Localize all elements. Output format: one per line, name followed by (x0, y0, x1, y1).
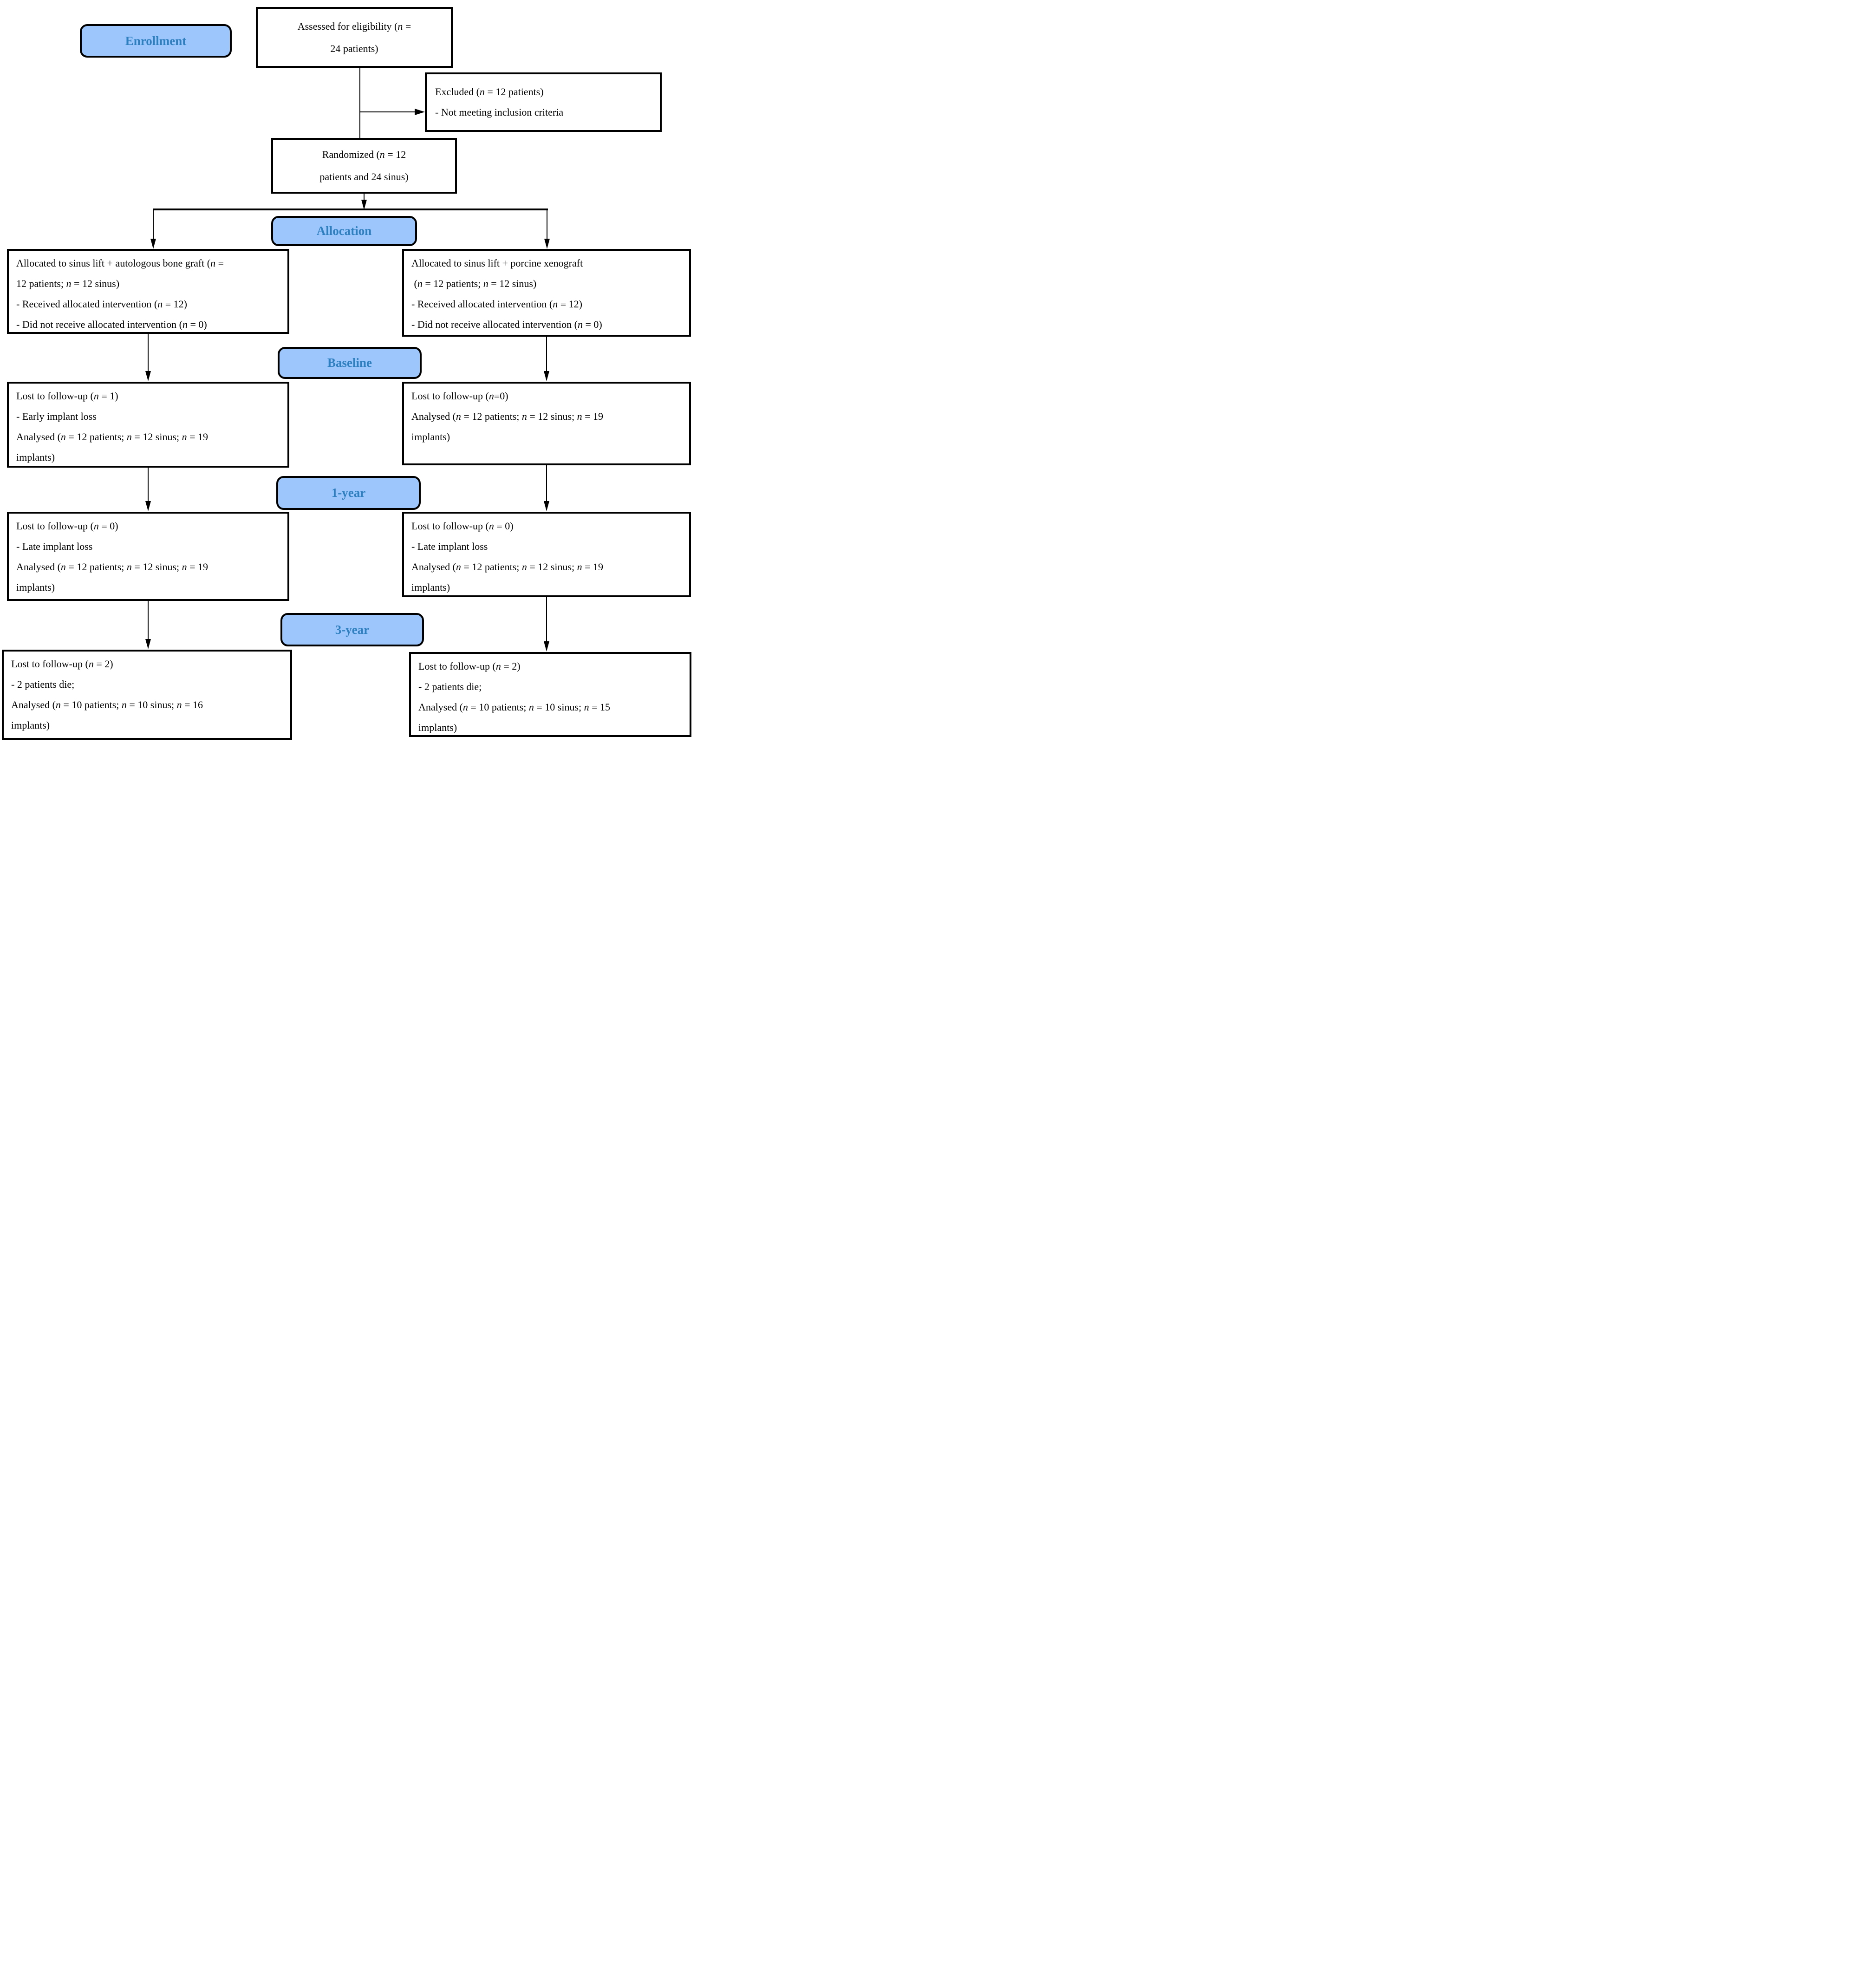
line-baseline-1year-right (546, 465, 547, 502)
text-line: - Early implant loss (16, 411, 97, 422)
split-bar (153, 209, 548, 210)
one-year-right-box: Lost to follow-up (n = 0) - Late implant … (402, 512, 691, 597)
text-line: Analysed (n = 12 patients; n = 12 sinus;… (16, 431, 208, 443)
text-line: implants) (411, 431, 450, 443)
text-line: implants) (411, 581, 450, 593)
allocation-left-autologous-box: Allocated to sinus lift + autologous bon… (7, 249, 289, 334)
line-randomized-to-split (364, 194, 365, 201)
line-1year-3year-left (148, 601, 149, 639)
stage-label-allocation: Allocation (271, 216, 417, 246)
text-line: Lost to follow-up (n = 2) (11, 658, 113, 670)
text-line: Assessed for eligibility (n = (297, 20, 411, 32)
stage-label-3-year: 3-year (280, 613, 424, 646)
text-line: Lost to follow-up (n=0) (411, 390, 508, 402)
text-line: - Late implant loss (411, 541, 488, 552)
text-line: (n = 12 patients; n = 12 sinus) (411, 278, 537, 289)
text-line: - 2 patients die; (418, 681, 482, 692)
arrowhead-baseline-right (544, 371, 549, 381)
text-line: Analysed (n = 12 patients; n = 12 sinus;… (411, 411, 604, 422)
assessed-for-eligibility-box: Assessed for eligibility (n = 24 patients… (256, 7, 453, 68)
text-line: Randomized (n = 12 (322, 149, 406, 160)
stage-label-baseline: Baseline (278, 347, 422, 379)
arrowhead-3year-left (145, 639, 151, 649)
text-line: Analysed (n = 12 patients; n = 12 sinus;… (16, 561, 208, 573)
baseline-left-box: Lost to follow-up (n = 1) - Early implant… (7, 382, 289, 468)
text-line: Excluded (n = 12 patients) (435, 86, 544, 98)
line-baseline-1year-left (148, 468, 149, 502)
text-line: Lost to follow-up (n = 2) (418, 660, 521, 672)
line-split-left (153, 210, 154, 239)
arrowhead-1year-right (544, 501, 549, 511)
arrowhead-baseline-left (145, 371, 151, 381)
baseline-right-box: Lost to follow-up (n=0) Analysed (n = 12 … (402, 382, 691, 465)
consort-flow-diagram: Enrollment Allocation Baseline 1-year 3-… (0, 0, 694, 745)
one-year-left-box: Lost to follow-up (n = 0) - Late implant … (7, 512, 289, 601)
text-line: Allocated to sinus lift + autologous bon… (16, 257, 224, 269)
line-to-excluded (360, 111, 415, 112)
text-line: - Late implant loss (16, 541, 93, 552)
three-year-left-box: Lost to follow-up (n = 2) - 2 patients di… (2, 650, 292, 740)
stage-label-1-year: 1-year (276, 476, 421, 510)
text-line: Allocated to sinus lift + porcine xenogr… (411, 257, 583, 269)
excluded-box: Excluded (n = 12 patients) - Not meeting … (425, 72, 662, 132)
text-line: - Did not receive allocated intervention… (16, 319, 207, 330)
text-line: - Received allocated intervention (n = 1… (411, 298, 582, 310)
arrowhead-alloc-right (544, 239, 550, 249)
line-assessed-to-randomized (359, 68, 360, 138)
text-line: - Did not receive allocated intervention… (411, 319, 602, 330)
text-line: Lost to follow-up (n = 0) (411, 520, 514, 532)
randomized-box: Randomized (n = 12 patients and 24 sinus) (271, 138, 457, 194)
text-line: Lost to follow-up (n = 1) (16, 390, 118, 402)
allocation-right-xenograft-box: Allocated to sinus lift + porcine xenogr… (402, 249, 691, 337)
text-line: 12 patients; n = 12 sinus) (16, 278, 120, 289)
line-1year-3year-right (546, 597, 547, 642)
line-alloc-baseline-right (546, 337, 547, 372)
text-line: implants) (418, 722, 457, 733)
line-alloc-baseline-left (148, 334, 149, 372)
stage-label-enrollment: Enrollment (80, 24, 232, 58)
arrowhead-excluded (415, 109, 425, 115)
arrowhead-alloc-left (150, 239, 156, 249)
text-line: implants) (16, 581, 55, 593)
text-line: patients and 24 sinus) (319, 171, 409, 183)
text-line: Lost to follow-up (n = 0) (16, 520, 118, 532)
arrowhead-split (361, 200, 367, 210)
text-line: - Received allocated intervention (n = 1… (16, 298, 187, 310)
text-line: implants) (11, 719, 50, 731)
text-line: - 2 patients die; (11, 678, 75, 690)
text-line: Analysed (n = 12 patients; n = 12 sinus;… (411, 561, 604, 573)
text-line: Analysed (n = 10 patients; n = 10 sinus;… (11, 699, 203, 710)
arrowhead-1year-left (145, 501, 151, 511)
arrowhead-3year-right (544, 641, 549, 652)
text-line: Analysed (n = 10 patients; n = 10 sinus;… (418, 701, 611, 713)
three-year-right-box: Lost to follow-up (n = 2) - 2 patients di… (409, 652, 691, 737)
text-line: 24 patients) (330, 42, 378, 54)
text-line: - Not meeting inclusion criteria (435, 106, 564, 118)
text-line: implants) (16, 451, 55, 463)
